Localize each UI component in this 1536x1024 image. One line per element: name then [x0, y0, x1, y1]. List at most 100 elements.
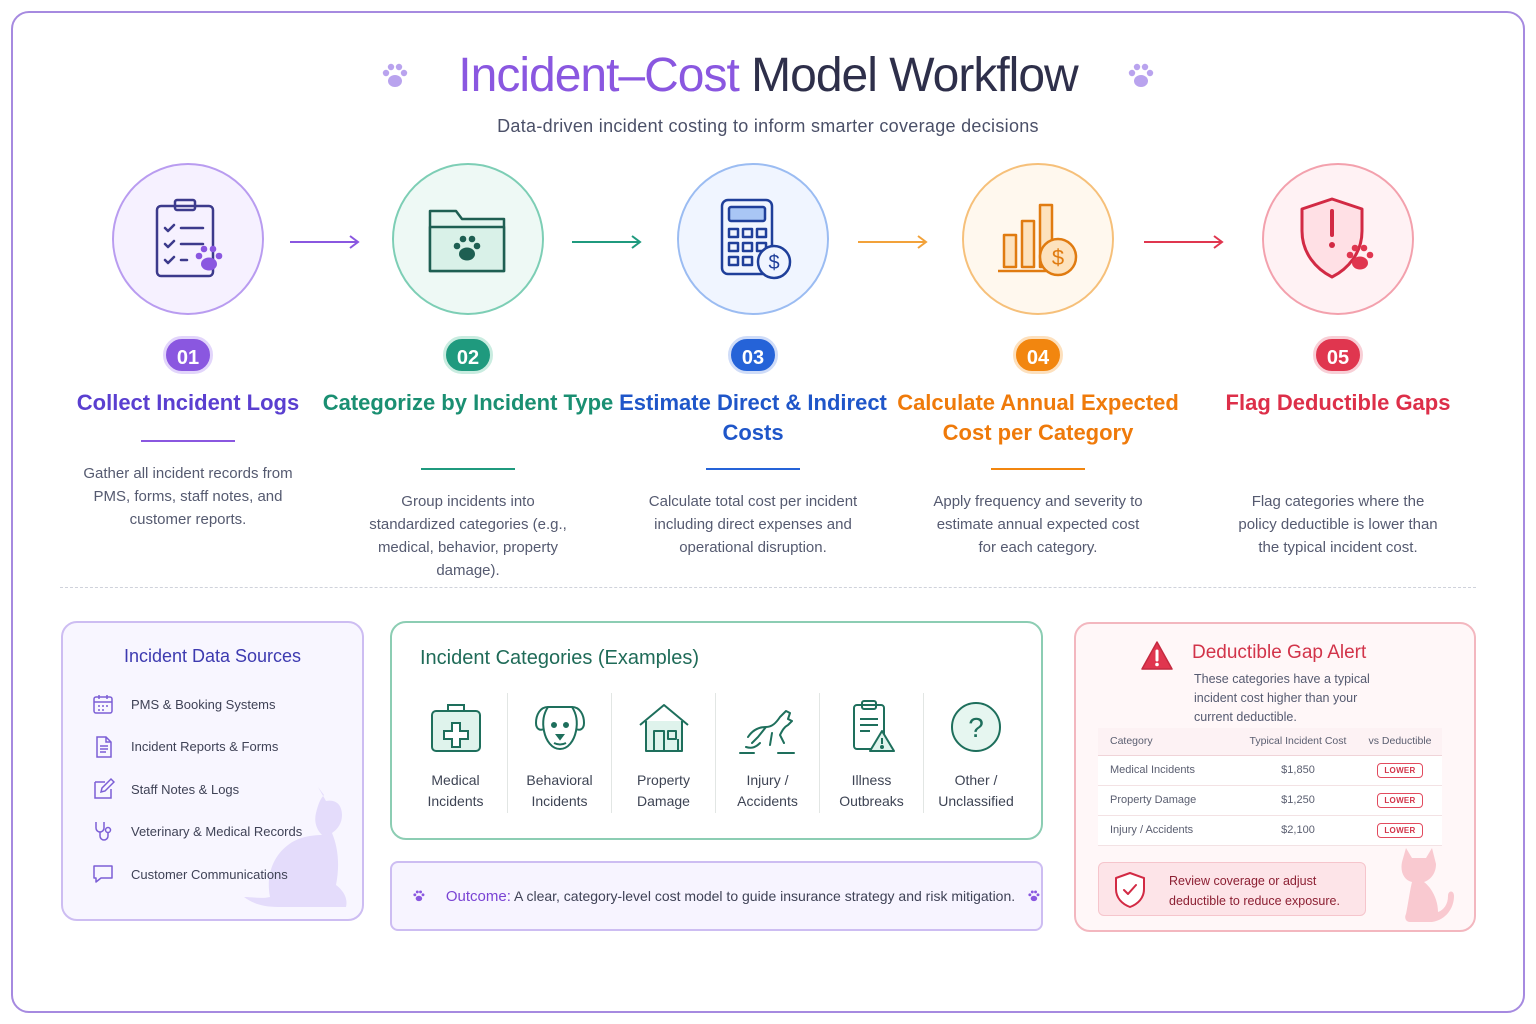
table-row: Property Damage $1,250 LOWER: [1098, 785, 1442, 816]
category-label-line2: Damage: [637, 793, 690, 809]
step-divider: [706, 468, 800, 470]
step-5: 05 Flag Deductible Gaps Flag categories …: [1188, 163, 1488, 559]
status-badge: LOWER: [1377, 792, 1423, 808]
clipboard-checklist-paw-icon: [155, 198, 223, 278]
edit-note-icon: [94, 778, 115, 799]
outcome-label: Outcome:: [445, 887, 511, 905]
alert-subtitle: These categories have a typical incident…: [1194, 672, 1370, 724]
step-3: $ 03 Estimate Direct & Indirect Costs Ca…: [603, 163, 903, 559]
question-icon: ?: [951, 702, 1001, 752]
category-label-line2: Accidents: [737, 793, 798, 809]
outcome-description: A clear, category-level cost model to gu…: [514, 887, 1016, 904]
dog-face-icon: [534, 706, 585, 751]
source-list: PMS & Booking Systems Incident Reports &…: [91, 683, 302, 896]
section-divider: [60, 587, 1476, 588]
source-item: Customer Communications: [91, 853, 302, 896]
category-label-line1: Property: [637, 772, 690, 788]
cat-silhouette-icon: [1401, 848, 1454, 922]
paw-icon: [1128, 63, 1154, 87]
deductible-gap-table: Category Typical Incident Cost vs Deduct…: [1098, 728, 1442, 846]
deductible-gap-alert-panel: Deductible Gap Alert These categories ha…: [1074, 622, 1476, 932]
data-sources-panel: Incident Data Sources PMS & Booking Syst…: [61, 621, 364, 921]
paw-icon: [382, 63, 408, 87]
source-item: Incident Reports & Forms: [91, 726, 302, 769]
medical-kit-icon: [430, 704, 481, 752]
step-2: 02 Categorize by Incident Type Group inc…: [318, 163, 618, 582]
category-cell: Medical Incidents: [1098, 755, 1238, 786]
review-text: Review coverage or adjust deductible to r…: [1169, 871, 1340, 911]
cost-cell: $1,250: [1238, 785, 1358, 816]
calendar-icon: [93, 695, 113, 714]
category-label-line1: Illness: [851, 772, 892, 788]
step-1: 01 Collect Incident Logs Gather all inci…: [38, 163, 338, 531]
shield-alert-paw-icon: [1300, 197, 1374, 279]
paw-icon: [413, 890, 425, 902]
shield-check-icon: [1115, 872, 1145, 908]
category-item: Injury / Accidents: [716, 693, 820, 813]
source-label: Veterinary & Medical Records: [131, 824, 303, 840]
cost-cell: $2,100: [1238, 815, 1358, 846]
house-icon: [638, 704, 689, 752]
step-description: Group incidents into standardized catego…: [369, 493, 567, 579]
source-item: Veterinary & Medical Records: [91, 811, 302, 854]
warning-triangle-icon: [1141, 641, 1173, 670]
title-accent: Incident–Cost: [458, 49, 740, 102]
review-line-1: Review coverage or adjust: [1169, 874, 1317, 888]
panel-title: Incident Categories (Examples): [420, 647, 700, 669]
step-description: Apply frequency and severity to estimate…: [933, 493, 1143, 556]
source-label: PMS & Booking Systems: [131, 696, 276, 712]
column-header: Category: [1098, 728, 1238, 756]
category-cell: Injury / Accidents: [1098, 815, 1238, 846]
step-4-circle: $: [962, 163, 1114, 315]
review-callout: Review coverage or adjust deductible to r…: [1098, 862, 1366, 916]
review-line-2: deductible to reduce exposure.: [1169, 894, 1340, 908]
outcome-banner: Outcome: A clear, category-level cost mo…: [390, 861, 1043, 931]
cost-cell: $1,850: [1238, 755, 1358, 786]
arrow-icon: [290, 235, 360, 249]
step-number-badge: 01: [163, 336, 213, 374]
step-title: Estimate Direct & Indirect Costs: [619, 390, 887, 445]
clipboard-warning-icon: [852, 700, 895, 752]
step-description: Gather all incident records from PMS, fo…: [83, 465, 293, 528]
table-row: Injury / Accidents $2,100 LOWER: [1098, 815, 1442, 846]
document-icon: [96, 736, 112, 758]
category-label-line1: Behavioral: [526, 772, 593, 788]
stethoscope-icon: [95, 821, 112, 841]
step-divider: [1291, 468, 1385, 470]
step-2-circle: [392, 163, 544, 315]
paw-icon: [1028, 890, 1040, 902]
jumping-dog-icon: [738, 710, 795, 754]
step-5-circle: [1262, 163, 1414, 315]
cat-silhouette-icon: [244, 787, 347, 907]
outcome-text: Outcome: A clear, category-level cost mo…: [446, 888, 1015, 905]
table-row: Medical Incidents $1,850 LOWER: [1098, 755, 1442, 786]
svg-text:$: $: [768, 252, 779, 274]
category-label-line1: Injury /: [746, 772, 789, 788]
bar-chart-dollar-icon: $: [998, 203, 1078, 277]
page-title: Incident–Cost Model Workflow: [458, 48, 1079, 103]
source-label: Staff Notes & Logs: [131, 781, 240, 797]
step-description: Flag categories where the policy deducti…: [1238, 493, 1438, 556]
step-1-circle: [112, 163, 264, 315]
title-row: Incident–Cost Model Workflow: [0, 48, 1536, 108]
category-item: ? Other /Unclassified: [924, 693, 1028, 813]
category-label: Other /Unclassified: [924, 770, 1028, 812]
table-header-row: Category Typical Incident Cost vs Deduct…: [1098, 728, 1442, 756]
arrow-icon: [858, 235, 928, 249]
svg-text:$: $: [1052, 245, 1064, 270]
title-main: Model Workflow: [751, 49, 1079, 102]
step-number-badge: 05: [1313, 336, 1363, 374]
step-divider: [991, 468, 1085, 470]
category-label: Injury / Accidents: [716, 770, 819, 812]
step-title: Flag Deductible Gaps: [1225, 390, 1451, 415]
step-number-badge: 04: [1013, 336, 1063, 374]
arrow-icon: [1144, 235, 1224, 249]
alert-title: Deductible Gap Alert: [1192, 642, 1367, 663]
step-divider: [421, 468, 515, 470]
step-description: Calculate total cost per incident includ…: [648, 493, 858, 556]
